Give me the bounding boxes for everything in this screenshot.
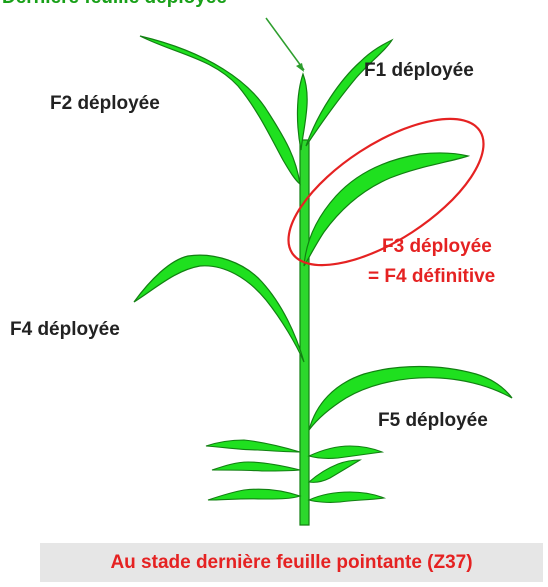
- basal-tiller-4: [307, 445, 385, 459]
- label-f2: F2 déployée: [50, 93, 160, 114]
- top-label: Dernière feuille déployée: [2, 0, 227, 9]
- stem: [299, 139, 310, 526]
- basal-tiller-2: [211, 461, 301, 472]
- leaf-f4: [133, 254, 305, 363]
- pointer-arrow: [265, 17, 305, 71]
- basal-tiller-3: [207, 488, 302, 501]
- caption: Au stade dernière feuille pointante (Z37…: [110, 552, 473, 573]
- leaf-f1: [305, 38, 394, 147]
- basal-tiller-6: [307, 491, 387, 503]
- label-f3-line1: F3 déployée: [382, 236, 492, 257]
- basal-tiller-1: [205, 439, 301, 453]
- label-f3-line2: = F4 définitive: [368, 266, 496, 287]
- pointer-arrow-head: [296, 63, 304, 72]
- label-f4: F4 déployée: [10, 319, 120, 340]
- basal-tiller-5: [307, 459, 362, 483]
- caption-box: Au stade dernière feuille pointante (Z37…: [40, 543, 543, 582]
- label-f5: F5 déployée: [378, 410, 488, 431]
- leaf-f5: [308, 365, 513, 431]
- label-f1: F1 déployée: [364, 60, 474, 81]
- highlight-ellipse: [287, 117, 485, 267]
- leaf-f3: [303, 152, 471, 267]
- emerging-leaf-f1: [296, 72, 308, 151]
- leaf-f2: [139, 35, 301, 186]
